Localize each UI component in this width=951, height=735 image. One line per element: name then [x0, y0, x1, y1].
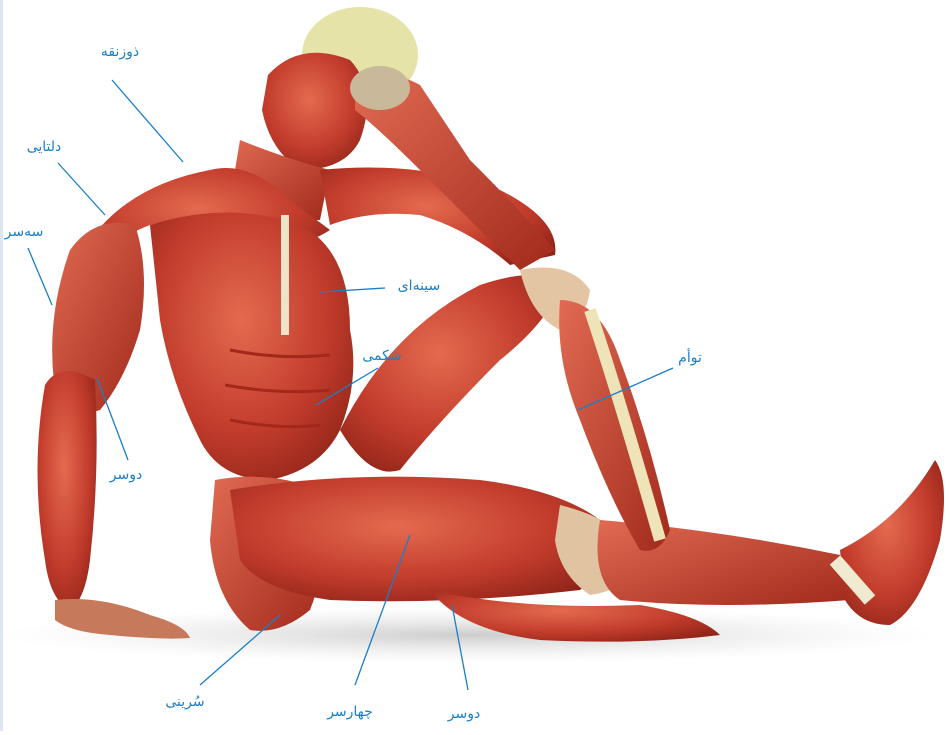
- label-biceps-arm: دوسر: [109, 467, 142, 483]
- leader-triceps: [28, 248, 52, 305]
- label-gastrocnemius: توأم: [678, 348, 702, 366]
- label-quadriceps: چهارسر: [326, 704, 373, 720]
- raised-thigh: [340, 275, 560, 472]
- left-forearm: [38, 371, 97, 610]
- label-trapezius: ذوزنقه: [101, 44, 139, 60]
- label-gluteal: سُرینی: [165, 694, 204, 710]
- right-foot: [840, 460, 944, 625]
- torso: [150, 213, 353, 481]
- label-abdominal: شکمی: [362, 348, 401, 364]
- leader-trapezius: [112, 80, 183, 162]
- thigh: [230, 477, 603, 602]
- label-pectoral: سینه‌ای: [398, 278, 441, 294]
- muscle-figure: [38, 7, 945, 642]
- label-deltoid: دلتایی: [27, 139, 62, 155]
- left-border: [0, 0, 3, 731]
- label-biceps-leg: دوسر: [447, 706, 480, 722]
- label-triceps: سه‌سر: [4, 224, 44, 240]
- raised-hand: [350, 66, 410, 110]
- face: [262, 53, 367, 170]
- leader-deltoid: [58, 163, 105, 215]
